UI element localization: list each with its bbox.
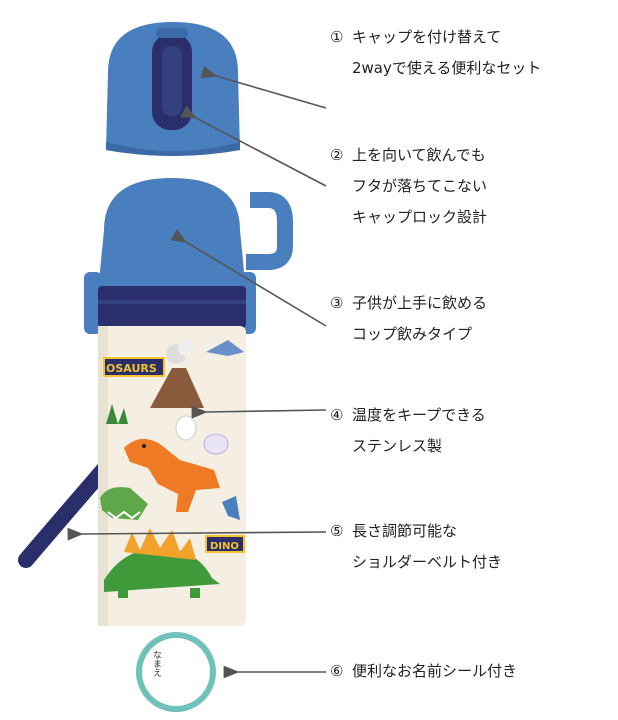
navy-band	[98, 286, 246, 328]
osaurs-label: OSAURS	[106, 362, 157, 375]
feature-3-line-2: コップ飲みタイプ	[352, 325, 473, 343]
feature-5-line-2: ショルダーベルト付き	[352, 553, 503, 571]
feature-2-line-3: キャップロック設計	[352, 208, 488, 226]
cup-cap	[98, 178, 293, 328]
dino-label: DINO	[210, 541, 239, 552]
name-seal-text: なまえ	[151, 650, 162, 677]
feature-1-line-2: 2wayで使える便利なセット	[352, 59, 542, 77]
feature-6-number: ⑥	[330, 662, 344, 680]
feature-4-number: ④	[330, 406, 344, 424]
arrow-5	[67, 527, 327, 541]
green-dino-head	[100, 487, 148, 520]
feature-4-line-2: ステンレス製	[352, 437, 443, 455]
feature-5-number: ⑤	[330, 522, 344, 540]
t-rex-figure	[124, 438, 220, 512]
arrow-1	[200, 65, 327, 109]
direct-drink-cap	[106, 22, 240, 156]
feature-1-number: ①	[330, 28, 344, 46]
arrow-4	[191, 405, 327, 419]
feature-2-number: ②	[330, 146, 344, 164]
feature-3-number: ③	[330, 294, 344, 312]
bottle-body: OSAURS	[98, 326, 246, 626]
strap-clip-left	[84, 272, 102, 334]
name-seal-sticker: なまえ	[136, 632, 216, 712]
feature-2-line-2: フタが落ちてこない	[352, 177, 488, 195]
arrow-2	[180, 105, 327, 187]
arrow-3	[170, 229, 327, 327]
